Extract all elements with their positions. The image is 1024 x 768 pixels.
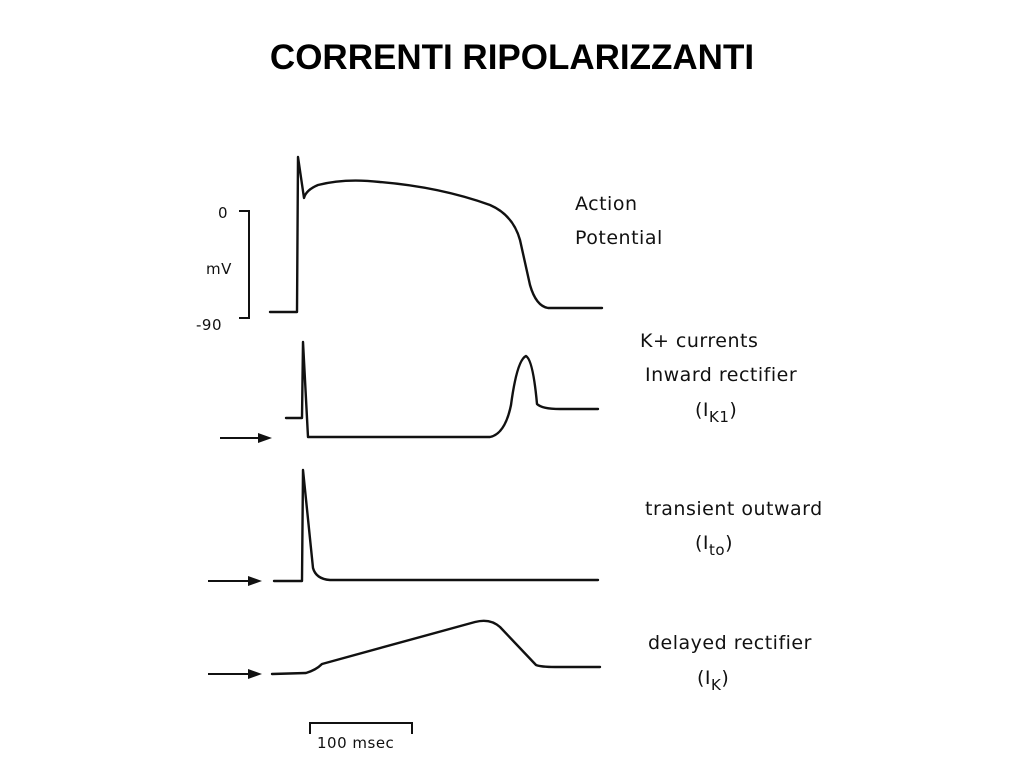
label-ik: (IK) <box>697 667 729 694</box>
ito-trace <box>272 468 600 583</box>
label-transient-outward: transient outward <box>645 498 823 520</box>
label-delayed-rectifier: delayed rectifier <box>648 632 812 654</box>
arrow-right-icon <box>248 576 262 586</box>
label-ito: (Ito) <box>695 532 733 559</box>
ik-trace <box>270 619 602 676</box>
label-k-currents: K+ currents <box>640 330 758 352</box>
ito-trace-group <box>208 468 600 586</box>
slide-title: CORRENTI RIPOLARIZZANTI <box>269 38 755 77</box>
ik-trace-group <box>208 619 602 679</box>
scale-bar-bracket <box>309 722 413 734</box>
voltage-axis: 0 mV -90 <box>196 204 250 334</box>
action-potential-trace <box>268 155 604 314</box>
arrow-right-icon <box>248 669 262 679</box>
label-inward-rectifier: Inward rectifier <box>645 364 797 386</box>
label-action: Action <box>575 193 638 215</box>
label-ik1: (IK1) <box>695 399 737 426</box>
axis-unit: mV <box>206 260 232 278</box>
scale-bar-label: 100 msec <box>317 734 394 752</box>
axis-tick-minus-90: -90 <box>196 316 222 334</box>
ik1-trace <box>284 340 600 439</box>
trace-labels: Action Potential K+ currents Inward rect… <box>575 193 823 694</box>
voltage-axis-bracket <box>239 210 250 319</box>
label-potential: Potential <box>575 227 663 249</box>
arrow-right-icon <box>258 433 272 443</box>
ik1-trace-group <box>220 340 600 443</box>
time-scale-bar: 100 msec <box>309 722 413 752</box>
axis-tick-zero: 0 <box>218 204 228 222</box>
